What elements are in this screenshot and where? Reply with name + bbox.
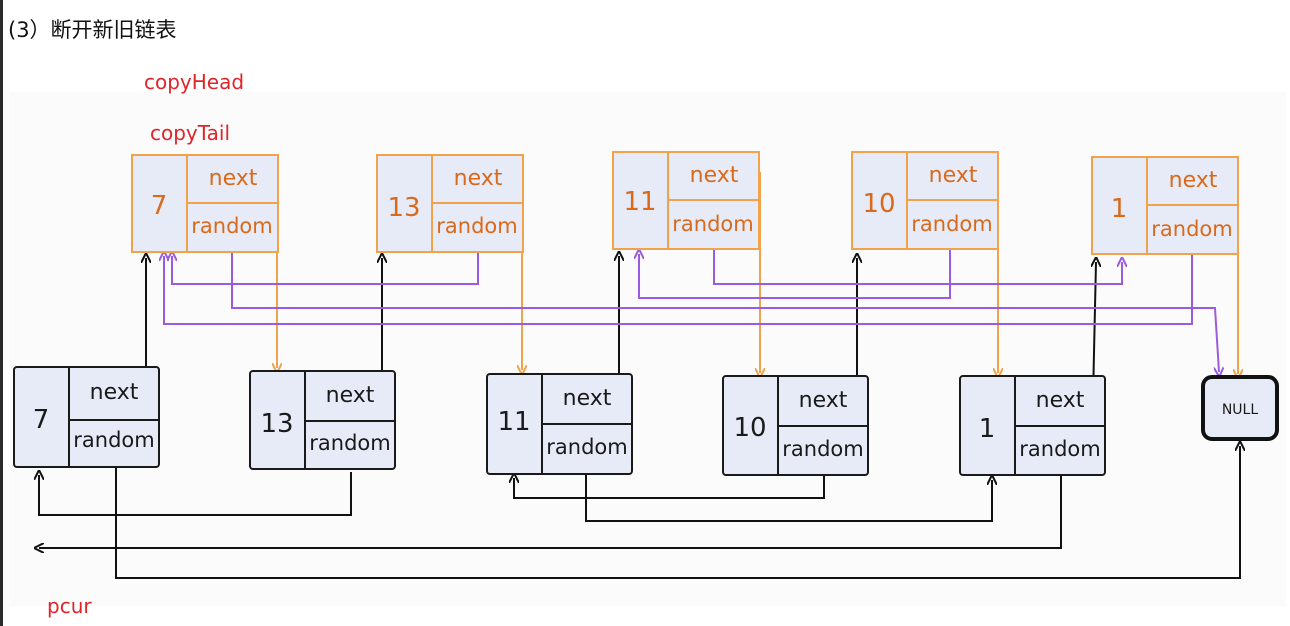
copy-random-arrow-1-to-7 bbox=[164, 250, 1193, 325]
original-node-2: 13 next random bbox=[249, 370, 396, 470]
copy-node-random-label: random bbox=[1151, 217, 1232, 241]
orig-random-arrow-13-to-7 bbox=[39, 472, 352, 516]
original-node-next-label: next bbox=[90, 380, 139, 405]
original-node-value: 10 bbox=[733, 413, 766, 443]
orig-random-arrow-7-to-null bbox=[115, 446, 1240, 579]
copy-node-value: 10 bbox=[862, 189, 895, 219]
copy-node-next-label: next bbox=[454, 166, 503, 191]
copy-random-arrow-13-to-7 bbox=[172, 248, 479, 285]
original-node-4: 10 next random bbox=[722, 375, 869, 476]
copy-node-value: 7 bbox=[151, 191, 168, 221]
orig-random-arrow-1-to-7 bbox=[39, 460, 1062, 548]
original-node-random-label: random bbox=[309, 431, 390, 455]
copy-node-next-label: next bbox=[1169, 168, 1218, 193]
null-node: NULL bbox=[1201, 375, 1279, 441]
original-node-next-label: next bbox=[799, 388, 848, 413]
copy-node-value: 11 bbox=[623, 187, 656, 217]
original-node-value: 11 bbox=[497, 407, 530, 437]
copy-node-3: 11 next random bbox=[612, 151, 760, 250]
original-node-value: 13 bbox=[260, 409, 293, 439]
left-margin-rule bbox=[0, 0, 3, 626]
copy-tail-label: copyTail bbox=[150, 121, 231, 145]
original-node-1: 7 next random bbox=[13, 366, 160, 468]
section-heading: (3）断开新旧链表 bbox=[8, 18, 177, 42]
copy-node-next-label: next bbox=[209, 166, 258, 191]
copy-node-random-label: random bbox=[672, 212, 753, 236]
copy-node-value: 1 bbox=[1111, 194, 1128, 224]
orig-random-arrow-10-to-11 bbox=[514, 476, 825, 499]
copy-node-random-label: random bbox=[911, 212, 992, 236]
copy-node-value: 13 bbox=[387, 193, 420, 223]
copy-random-arrow-10-to-11 bbox=[639, 246, 951, 299]
copy-node-4: 10 next random bbox=[851, 151, 999, 250]
original-node-random-label: random bbox=[73, 428, 154, 452]
copy-random-arrow-11-to-1 bbox=[713, 246, 1122, 285]
original-node-3: 11 next random bbox=[486, 373, 633, 475]
original-node-next-label: next bbox=[563, 386, 612, 411]
copy-random-arrow-7-to-null bbox=[231, 248, 1219, 372]
pcur-label: pcur bbox=[47, 594, 92, 618]
original-node-random-label: random bbox=[546, 435, 627, 459]
copy-node-random-label: random bbox=[436, 214, 517, 238]
original-node-random-label: random bbox=[782, 437, 863, 461]
null-node-label: NULL bbox=[1222, 402, 1259, 418]
original-node-value: 1 bbox=[979, 414, 996, 444]
original-node-next-label: next bbox=[326, 383, 375, 408]
orig-random-arrow-11-to-1 bbox=[585, 458, 992, 522]
original-node-next-label: next bbox=[1036, 388, 1085, 413]
original-node-random-label: random bbox=[1019, 437, 1100, 461]
copy-node-5: 1 next random bbox=[1091, 156, 1239, 255]
copy-node-1: 7 next random bbox=[131, 154, 279, 253]
copy-node-2: 13 next random bbox=[376, 154, 524, 253]
original-node-5: 1 next random bbox=[959, 375, 1106, 476]
copy-node-random-label: random bbox=[191, 214, 272, 238]
copy-node-next-label: next bbox=[690, 163, 739, 188]
original-node-value: 7 bbox=[33, 405, 50, 435]
copy-head-label: copyHead bbox=[144, 70, 245, 94]
copy-node-next-label: next bbox=[929, 163, 978, 188]
